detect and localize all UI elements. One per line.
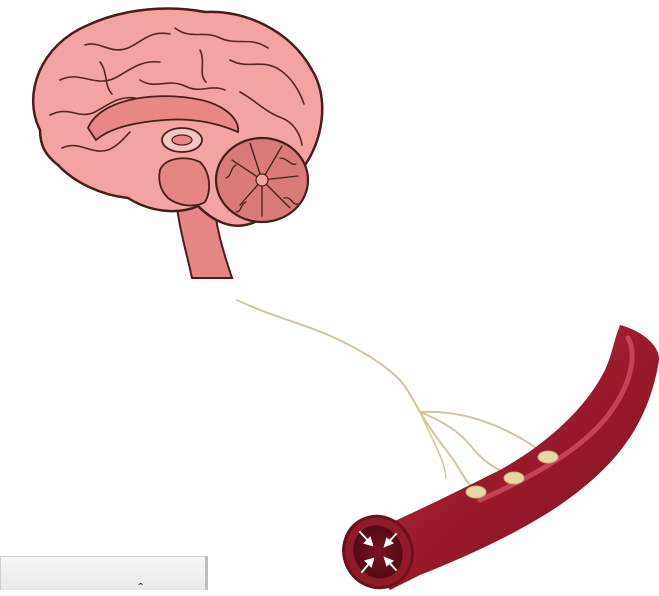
nerve-branch-1: [420, 412, 474, 490]
nerve-branch-3: [420, 412, 545, 455]
nerve-main-axon: [237, 300, 420, 412]
caret-up-icon[interactable]: ˆ: [138, 581, 143, 595]
nerve-terminal-2: [504, 472, 524, 484]
brain-icon: [33, 8, 322, 278]
nerve-fiber-icon: [237, 300, 545, 490]
nerve-terminal-1: [466, 486, 486, 498]
bottom-toolbar: ˆ: [0, 556, 208, 590]
cerebellum: [216, 138, 308, 222]
nerve-terminal-3: [538, 451, 558, 463]
nerve-branch-2: [420, 412, 510, 475]
